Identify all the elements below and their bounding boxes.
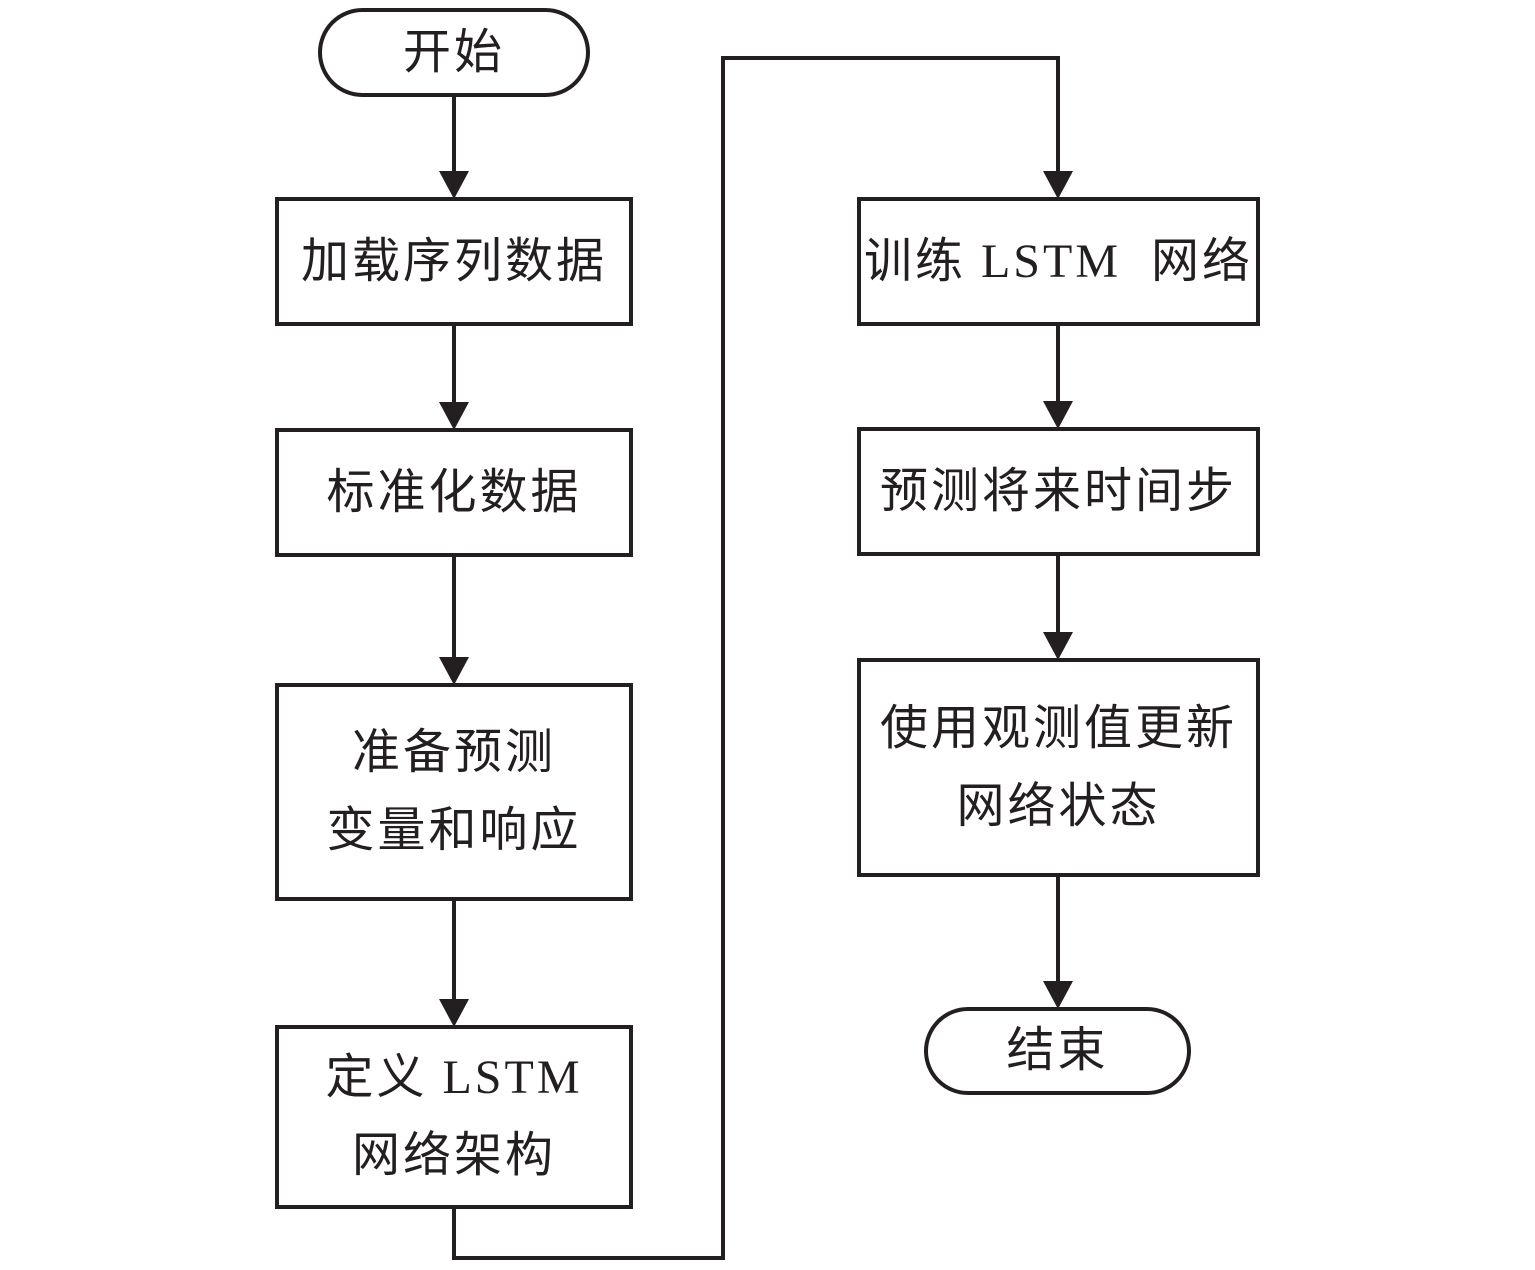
edge-prepare-define-lstm: [439, 901, 469, 1027]
edge-predict-update-state: [1043, 556, 1073, 660]
edge-train-lstm-predict: [1043, 326, 1073, 429]
node-standardize-data: 标准化数据: [275, 428, 633, 557]
node-predict-future-timesteps: 预测将来时间步: [857, 427, 1260, 556]
node-start: 开始: [318, 8, 590, 97]
node-define-lstm-architecture: 定义 LSTM 网络架构: [275, 1025, 633, 1209]
node-load-sequence-data: 加载序列数据: [275, 197, 633, 326]
node-update-network-state: 使用观测值更新 网络状态: [857, 658, 1260, 877]
node-end: 结束: [924, 1007, 1191, 1095]
node-prepare-predictors-responses: 准备预测 变量和响应: [275, 683, 633, 901]
edge-standardize-prepare: [439, 557, 469, 685]
edge-update-state-end: [1043, 877, 1073, 1009]
node-train-lstm-network: 训练 LSTM 网络: [857, 197, 1260, 326]
edge-start-load-data: [439, 97, 469, 199]
edge-load-data-standardize: [439, 326, 469, 430]
